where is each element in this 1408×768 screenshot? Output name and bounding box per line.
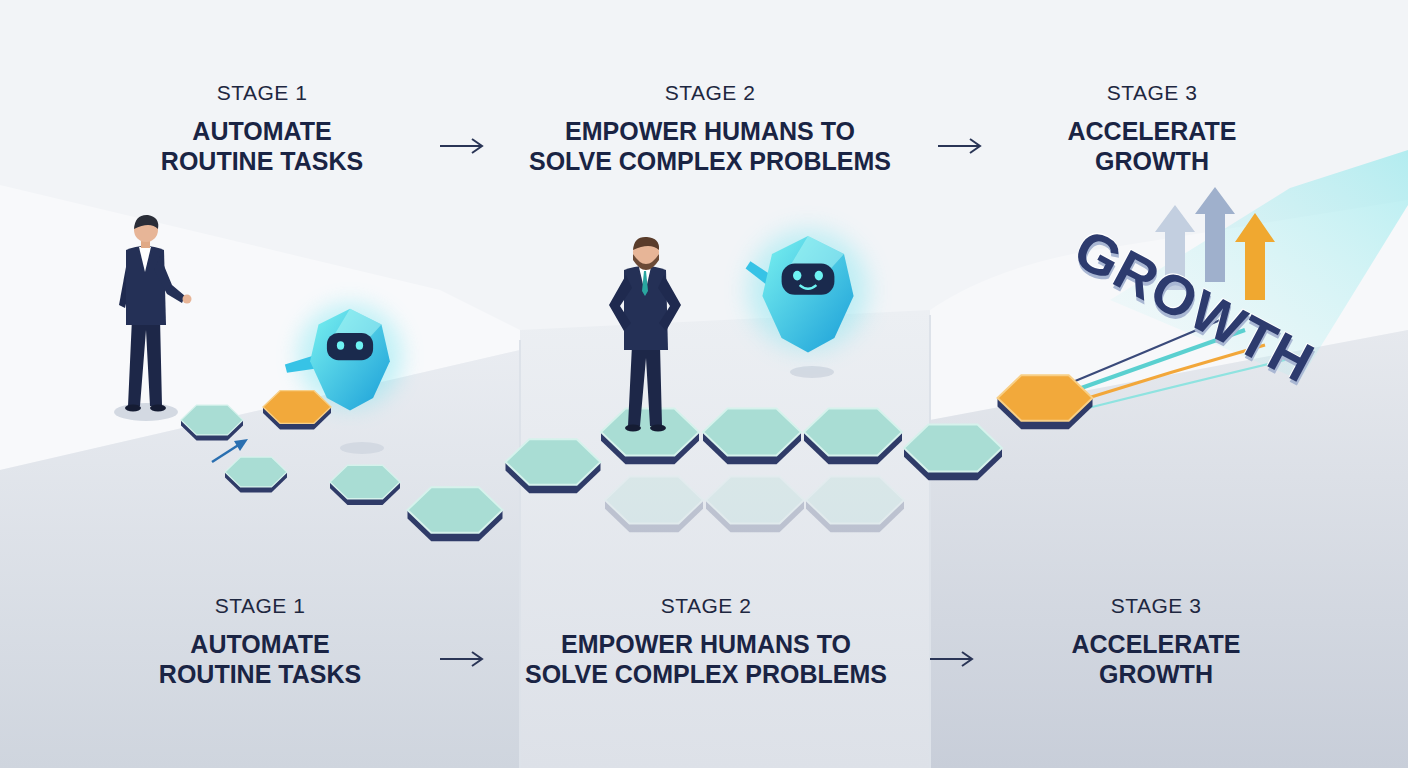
growth-sign: GROWTH — [1064, 215, 1325, 395]
jacket — [624, 266, 668, 350]
shirt — [139, 247, 151, 272]
shoe — [625, 425, 641, 432]
flow-arrow — [930, 658, 972, 660]
robot-face — [782, 264, 835, 295]
legs — [128, 318, 162, 406]
hex-step — [904, 424, 1002, 480]
stage-title: EMPOWER HUMANS TO SOLVE COMPLEX PROBLEMS — [519, 629, 893, 689]
flow-arrow — [440, 145, 482, 147]
up-arrow — [1235, 213, 1275, 300]
robot-eye — [356, 341, 363, 349]
hex-step-highlight — [998, 375, 1093, 429]
robot-eye — [337, 341, 344, 349]
platform-edge — [929, 315, 931, 768]
stage-step: STAGE 3 ACCELERATE GROWTH — [980, 80, 1324, 176]
stage-step: STAGE 1 AUTOMATE ROUTINE TASKS — [80, 593, 440, 689]
stage-title: AUTOMATE ROUTINE TASKS — [145, 629, 375, 689]
platform-side — [930, 330, 1408, 768]
businessman-figure — [114, 215, 192, 421]
robot-smile — [800, 285, 817, 289]
beard — [633, 254, 659, 270]
robot-body — [762, 236, 853, 352]
stage-number: STAGE 2 — [482, 80, 938, 106]
stage-step: STAGE 1 AUTOMATE ROUTINE TASKS — [84, 80, 440, 176]
stage-title: ACCELERATE GROWTH — [1052, 116, 1252, 176]
hex-reflection — [605, 476, 703, 532]
hex-step — [330, 465, 400, 505]
arm — [154, 256, 185, 303]
hex-step — [408, 487, 503, 541]
stage-number: STAGE 3 — [980, 80, 1324, 106]
hex-reflection — [706, 476, 804, 532]
robot-assistant — [746, 230, 868, 352]
flow-arrow — [440, 658, 482, 660]
shoe — [650, 425, 666, 432]
stage-step: STAGE 2 EMPOWER HUMANS TO SOLVE COMPLEX P… — [482, 593, 930, 689]
platform-edge — [519, 340, 521, 768]
robot-eye — [815, 271, 823, 281]
hex-step — [181, 405, 243, 440]
hair — [134, 215, 158, 229]
stage-number: STAGE 3 — [972, 593, 1340, 619]
hair — [633, 237, 659, 250]
hex-step — [506, 439, 601, 493]
stage-step: STAGE 3 ACCELERATE GROWTH — [972, 593, 1340, 689]
shoe — [125, 405, 141, 412]
guide-arrow-head — [234, 439, 248, 451]
arm — [658, 275, 681, 331]
robot-body — [310, 309, 390, 411]
up-arrow — [1195, 187, 1235, 282]
robot-facet — [790, 236, 844, 280]
shadow — [114, 403, 178, 421]
step-reflection — [605, 476, 904, 532]
shadow — [340, 442, 384, 454]
stage-title: ACCELERATE GROWTH — [1056, 629, 1256, 689]
robot-face — [327, 333, 373, 360]
stage-step: STAGE 2 EMPOWER HUMANS TO SOLVE COMPLEX P… — [482, 80, 938, 176]
legs — [628, 345, 662, 426]
hex-step-highlight — [263, 391, 331, 430]
stage-title: AUTOMATE ROUTINE TASKS — [147, 116, 377, 176]
robot-eye — [793, 271, 801, 281]
businessman-figure — [609, 237, 681, 432]
hex-reflection — [806, 476, 904, 532]
stage-title: EMPOWER HUMANS TO SOLVE COMPLEX PROBLEMS — [523, 116, 897, 176]
stage-number: STAGE 2 — [482, 593, 930, 619]
stage-number: STAGE 1 — [80, 593, 440, 619]
platform-column — [520, 310, 930, 768]
shadow — [790, 366, 834, 378]
stage-number: STAGE 1 — [84, 80, 440, 106]
hex-step — [804, 408, 902, 464]
shoe — [150, 405, 166, 412]
hex-step — [225, 457, 287, 492]
tie — [642, 271, 648, 296]
hand — [183, 295, 192, 304]
guide-arrow-line — [212, 444, 240, 462]
platform-side — [0, 350, 520, 768]
flow-arrow — [938, 145, 980, 147]
hex-step — [703, 408, 801, 464]
arm — [609, 275, 632, 331]
